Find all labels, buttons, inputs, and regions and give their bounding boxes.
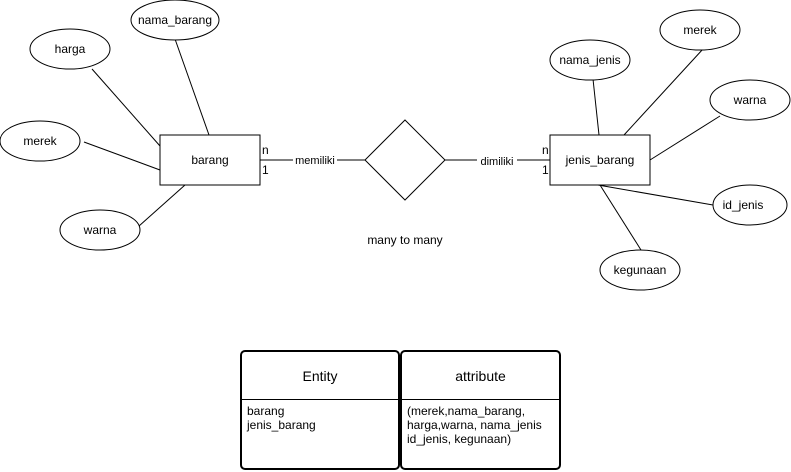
- relationship-note: many to many: [367, 233, 442, 247]
- memiliki-label-bg: [293, 154, 337, 167]
- entity-jenis-barang-label: jenis_barang: [565, 153, 635, 167]
- entity-jenis-barang: [549, 134, 651, 186]
- entity-barang: [159, 134, 261, 186]
- dimiliki-label-bg: [477, 154, 517, 167]
- line-barang-warna: [138, 184, 186, 227]
- attr-kegunaan-label: kegunaan: [614, 263, 667, 277]
- dimiliki-label: dimiliki: [481, 156, 514, 168]
- attr-nama-jenis: [549, 39, 631, 81]
- attr-jenis-warna: [709, 79, 791, 121]
- attribute-legend-card: attribute (merek,nama_barang, harga,warn…: [400, 350, 561, 470]
- attr-nama-jenis-label: nama_jenis: [559, 53, 620, 67]
- attr-nama-barang: [130, 0, 220, 41]
- cardinality-barang-n: n: [262, 143, 269, 157]
- attr-jenis-warna-label: warna: [733, 93, 767, 107]
- attr-id-jenis: [712, 184, 788, 226]
- attribute-legend-body: (merek,nama_barang, harga,warna, nama_je…: [402, 400, 559, 450]
- line-jenis-barang-merek: [623, 48, 704, 136]
- entity-legend-line: barang: [247, 404, 285, 418]
- attr-barang-warna-label: warna: [83, 223, 117, 237]
- attribute-legend-line: id_jenis, kegunaan): [407, 432, 512, 446]
- attr-barang-merek-label: merek: [23, 134, 57, 148]
- cardinality-jenis-barang-n: n: [542, 143, 549, 157]
- attr-jenis-merek-label: merek: [683, 23, 717, 37]
- line-barang-nama-barang: [174, 38, 210, 136]
- attr-harga: [29, 28, 111, 70]
- cardinality-barang-1: 1: [262, 163, 269, 177]
- attr-harga-label: harga: [55, 42, 86, 56]
- attribute-legend-header: attribute: [402, 352, 559, 400]
- attribute-legend-line: (merek,nama_barang,: [407, 404, 526, 418]
- attribute-legend-line: harga,warna, nama_jenis: [407, 418, 542, 432]
- attr-barang-merek: [0, 120, 81, 162]
- entity-barang-label: barang: [191, 153, 228, 167]
- line-barang-harga: [91, 68, 161, 147]
- attr-jenis-merek: [659, 9, 741, 51]
- line-jenis-barang-id-jenis: [597, 184, 714, 206]
- line-barang-merek: [83, 141, 161, 171]
- attr-barang-warna: [59, 209, 141, 251]
- line-jenis-barang-kegunaan: [599, 184, 642, 251]
- entity-legend-body: barang jenis_barang: [242, 400, 398, 436]
- entity-legend-card: Entity barang jenis_barang: [240, 350, 400, 470]
- attr-id-jenis-label: id_jenis: [723, 198, 764, 212]
- line-jenis-barang-warna: [649, 115, 721, 161]
- attr-nama-barang-label: nama_barang: [138, 13, 212, 27]
- memiliki-label: memiliki: [295, 155, 335, 167]
- cardinality-jenis-barang-1: 1: [542, 163, 549, 177]
- entity-legend-header: Entity: [242, 352, 398, 400]
- entity-legend-line: jenis_barang: [247, 418, 316, 432]
- attr-kegunaan: [599, 249, 681, 291]
- line-jenis-barang-nama-jenis: [592, 78, 600, 136]
- relationship-diamond: [364, 119, 446, 201]
